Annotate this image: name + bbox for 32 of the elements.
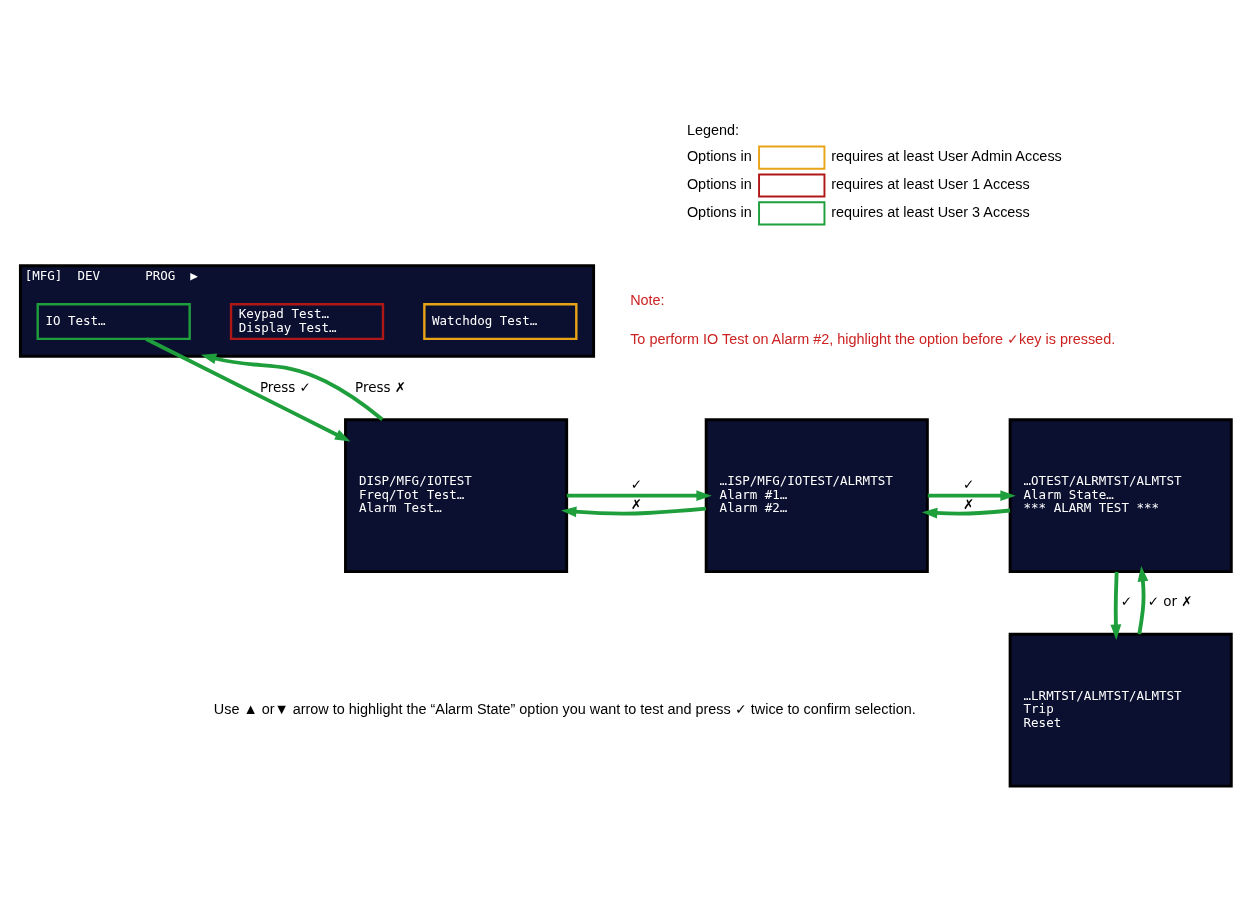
node-box: …LRMTST/ALMTST/ALMTST Trip Reset [1008, 632, 1233, 788]
node-box: …OTEST/ALRMTST/ALMTST Alarm State… *** ALARM TEST *** [1008, 418, 1233, 574]
label: Options in [686, 147, 752, 164]
edge-label: Press ✓ [259, 380, 311, 395]
node-box: …ISP/MFG/IOTEST/ALRMTST Alarm #1… Alarm #2… [704, 418, 929, 574]
node-box: IO Test… [36, 303, 191, 341]
edge-label: ✓ or ✗ [1147, 594, 1193, 610]
node-box: Watchdog Test… [423, 303, 578, 341]
arrow [566, 490, 712, 502]
edge-label: ✓ [630, 477, 643, 493]
edge-label: ✓ [963, 477, 975, 493]
arrow [200, 353, 384, 421]
legend-label: requires at least User Admin Access [831, 147, 1062, 164]
edge-label: ✓ [1120, 594, 1133, 610]
arrow [927, 490, 1016, 502]
edge-label: ✗ [963, 497, 975, 513]
label: Options in [686, 203, 752, 220]
edge-label: Press ✗ [355, 380, 407, 395]
label: Legend: [686, 122, 739, 139]
arrow [560, 506, 707, 518]
arrow [1110, 571, 1122, 640]
label: Note: [630, 292, 665, 309]
label: Use ▲ or▼ arrow to highlight the “Alarm State” option you want to test and press ✓ twice to confirm selection. [213, 700, 916, 717]
node-box: DISP/MFG/IOTEST Freq/Tot Test… Alarm Test… [344, 418, 569, 574]
legend-label: requires at least User 1 Access [831, 175, 1030, 192]
arrow [921, 507, 1011, 519]
edge-label: ✗ [630, 497, 643, 513]
label: To perform IO Test on Alarm #2, highlight the option before ✓key is pressed. [630, 330, 1116, 347]
legend-label: requires at least User 3 Access [831, 203, 1030, 220]
arrow [1137, 566, 1149, 635]
label: Options in [686, 175, 752, 192]
node-box: Keypad Test… Display Test… [229, 303, 385, 341]
